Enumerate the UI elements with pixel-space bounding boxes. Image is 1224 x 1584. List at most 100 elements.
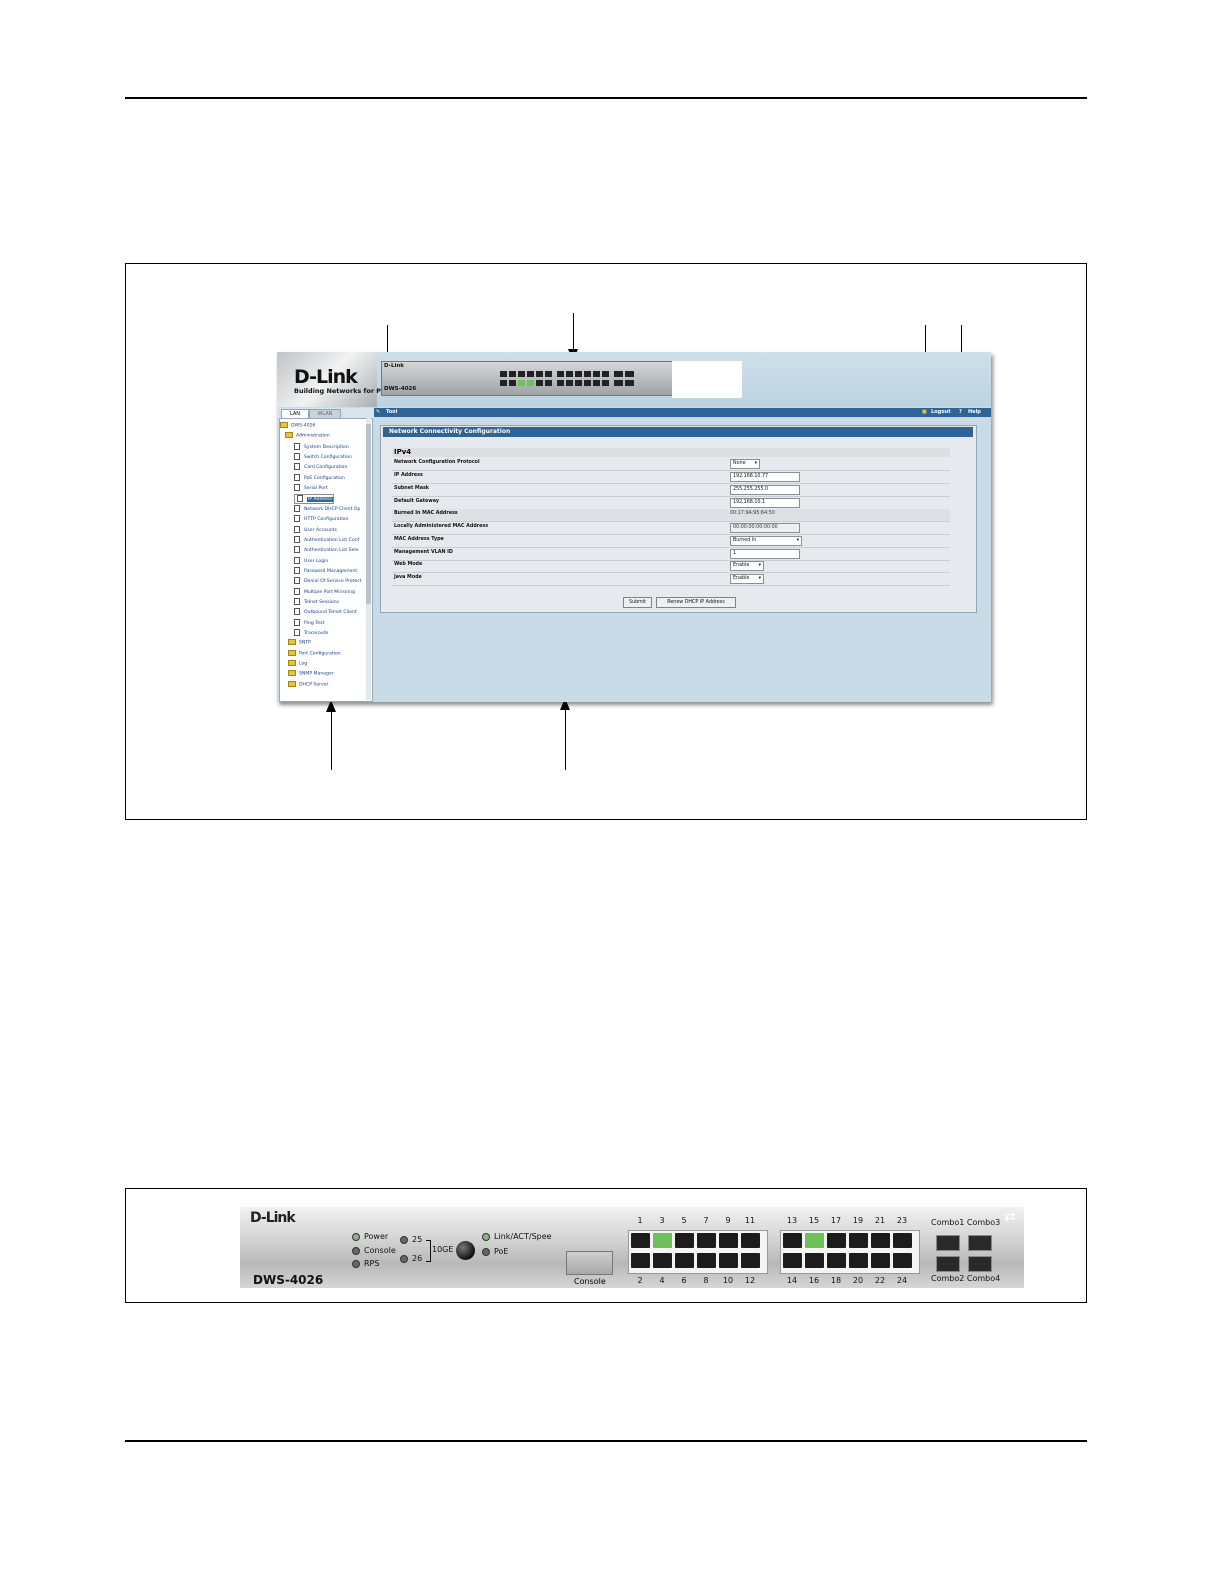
select-dropdown[interactable]: None▾ bbox=[730, 459, 760, 469]
select-dropdown[interactable]: Enable▾ bbox=[730, 561, 764, 571]
mini-port[interactable] bbox=[545, 380, 552, 386]
nav-item[interactable]: Outbound Telnet Client bbox=[294, 608, 357, 616]
nav-item-label: User Accounts bbox=[304, 527, 337, 533]
mini-port[interactable] bbox=[584, 380, 591, 386]
logout-link[interactable]: Logout bbox=[931, 409, 951, 415]
port-number-top: 11 bbox=[744, 1216, 756, 1225]
nav-item[interactable]: Denial Of Service Protect bbox=[294, 577, 361, 585]
mini-port[interactable] bbox=[557, 371, 564, 377]
nav-item[interactable]: Ping Test bbox=[294, 618, 324, 627]
nav-item[interactable]: Network DHCP Client Op bbox=[294, 504, 361, 513]
console-port bbox=[566, 1251, 613, 1275]
text-input[interactable]: 192.168.10.77 bbox=[730, 472, 800, 482]
mini-port[interactable] bbox=[593, 371, 600, 377]
nav-item[interactable]: Switch Configuration bbox=[294, 453, 352, 461]
mini-port[interactable] bbox=[536, 380, 543, 386]
select-dropdown[interactable]: Enable▾ bbox=[730, 574, 764, 584]
mini-port[interactable] bbox=[593, 380, 600, 386]
mini-port[interactable] bbox=[584, 371, 591, 377]
nav-item[interactable]: System Description bbox=[294, 442, 349, 451]
tab-wlan[interactable]: WLAN bbox=[309, 409, 341, 418]
nav-item[interactable]: Telnet Sessions bbox=[294, 597, 340, 606]
port-number-top: 5 bbox=[681, 1216, 687, 1225]
callout-arrow-configuration-area bbox=[560, 698, 570, 770]
select-dropdown[interactable]: Burned In▾ bbox=[730, 536, 802, 546]
nav-folder[interactable]: SNMP Manager bbox=[288, 670, 334, 678]
nav-item[interactable]: Multiple Port Mirroring bbox=[294, 587, 355, 596]
nav-item[interactable]: PoE Configuration bbox=[294, 473, 345, 482]
mini-model: DWS-4026 bbox=[384, 386, 417, 392]
nav-item[interactable]: Traceroute bbox=[294, 629, 328, 637]
led-label: Console bbox=[364, 1246, 396, 1255]
nav-folder[interactable]: Log bbox=[288, 660, 307, 668]
mini-port[interactable] bbox=[602, 371, 609, 377]
led-label: Power bbox=[364, 1232, 389, 1241]
renew-dhcp-button[interactable]: Renew DHCP IP Address bbox=[656, 597, 736, 608]
nav-folder[interactable]: Administration bbox=[285, 432, 330, 440]
mini-port[interactable] bbox=[527, 371, 534, 377]
mini-port[interactable] bbox=[500, 371, 507, 377]
mini-port[interactable] bbox=[602, 380, 609, 386]
nav-item[interactable]: User Accounts bbox=[294, 525, 337, 534]
led-icon bbox=[352, 1232, 360, 1241]
nav-item[interactable]: Authentication List Conf bbox=[294, 535, 360, 544]
nav-item[interactable]: Serial Port bbox=[294, 484, 328, 492]
mini-port[interactable] bbox=[575, 371, 582, 377]
nav-item-label: Authentication List Conf bbox=[304, 537, 360, 543]
page-icon bbox=[294, 587, 300, 595]
nav-folder[interactable]: DHCP Server bbox=[288, 680, 329, 689]
mini-port[interactable] bbox=[566, 371, 573, 377]
readonly-value: 00:17:9A:95:64:50 bbox=[730, 511, 775, 516]
nav-item-label: Telnet Sessions bbox=[304, 599, 340, 605]
folder-icon bbox=[288, 649, 296, 656]
mini-sfp-port[interactable] bbox=[625, 380, 634, 386]
nav-folder[interactable]: SNTP bbox=[288, 639, 311, 647]
mini-sfp-port[interactable] bbox=[614, 380, 623, 386]
tool-menu[interactable]: Tool bbox=[386, 409, 398, 415]
mini-port[interactable] bbox=[557, 380, 564, 386]
field-label: Default Gateway bbox=[394, 499, 439, 504]
nav-item[interactable]: Authentication List Sele bbox=[294, 546, 359, 554]
tab-lan[interactable]: LAN bbox=[281, 409, 309, 418]
mini-port[interactable] bbox=[518, 380, 525, 386]
led-port-25: 25 bbox=[400, 1235, 422, 1244]
mini-port[interactable] bbox=[536, 371, 543, 377]
rj45-port-bottom bbox=[653, 1253, 672, 1268]
header-rule bbox=[125, 97, 1087, 99]
mini-port[interactable] bbox=[509, 380, 516, 386]
mini-port[interactable] bbox=[527, 380, 534, 386]
mini-sfp-port[interactable] bbox=[625, 371, 634, 377]
dlink-logo: D-Link Building Networks for People bbox=[277, 352, 401, 407]
chevron-down-icon: ▾ bbox=[758, 563, 761, 568]
mini-port[interactable] bbox=[566, 380, 573, 386]
nav-item-label: Network DHCP Client Op bbox=[304, 506, 361, 512]
text-input[interactable]: 1 bbox=[730, 549, 800, 559]
logo-tagline: Building Networks for People bbox=[294, 387, 402, 395]
nav-item-label: Serial Port bbox=[304, 486, 328, 492]
help-link[interactable]: Help bbox=[968, 409, 981, 415]
mini-port[interactable] bbox=[500, 380, 507, 386]
nav-item-label: Switch Configuration bbox=[304, 455, 352, 461]
mini-port[interactable] bbox=[545, 371, 552, 377]
nav-item[interactable]: IP Address bbox=[294, 494, 334, 505]
nav-item[interactable]: Password Management bbox=[294, 566, 357, 575]
nav-item[interactable]: HTTP Configuration bbox=[294, 515, 348, 523]
nav-folder[interactable]: DWS-4026 bbox=[280, 422, 315, 430]
mini-port[interactable] bbox=[509, 371, 516, 377]
text-input-disabled: 00:00:00:00:00:00 bbox=[730, 523, 800, 533]
nav-scroll-thumb[interactable] bbox=[366, 424, 371, 604]
web-ui-screenshot: D-Link Building Networks for People D-Li… bbox=[277, 352, 991, 702]
led-icon bbox=[400, 1254, 408, 1263]
port-number-top: 7 bbox=[703, 1216, 709, 1225]
nav-item[interactable]: Card Configuration bbox=[294, 463, 347, 471]
nav-folder[interactable]: Port Configuration bbox=[288, 649, 341, 658]
text-input[interactable]: 192.168.10.1 bbox=[730, 498, 800, 508]
mini-port[interactable] bbox=[575, 380, 582, 386]
text-input[interactable]: 255.255.255.0 bbox=[730, 485, 800, 495]
mini-port[interactable] bbox=[518, 371, 525, 377]
mini-sfp-port[interactable] bbox=[614, 371, 623, 377]
nav-item[interactable]: User Login bbox=[294, 556, 328, 565]
nav-item-label: System Description bbox=[304, 444, 349, 450]
device-view-panel[interactable]: D-Link DWS-4026 bbox=[381, 361, 673, 396]
submit-button[interactable]: Submit bbox=[623, 597, 652, 608]
